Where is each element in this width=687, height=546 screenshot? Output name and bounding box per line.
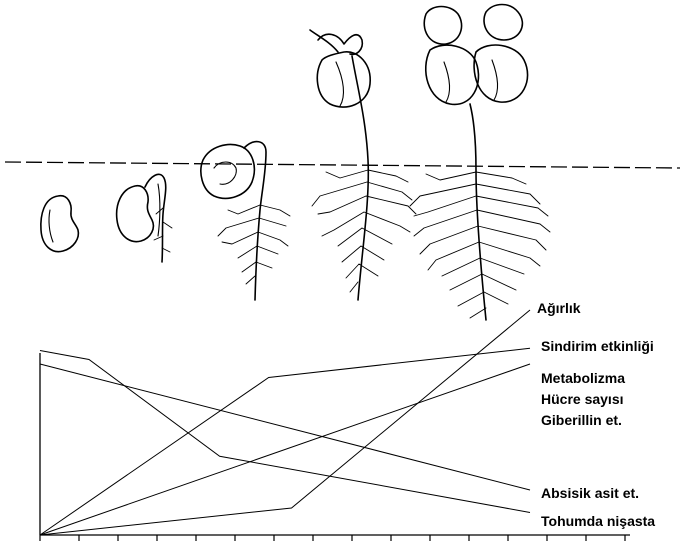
- series-group: [40, 310, 530, 535]
- series-line-3: [40, 364, 530, 535]
- label-absisik-asit: Absisik asit et.: [541, 485, 639, 501]
- label-metabolizma: Metabolizma: [541, 370, 625, 386]
- label-tohumda-nisasta: Tohumda nişasta: [541, 513, 655, 529]
- series-line-1: [40, 310, 530, 535]
- seed-icon: [41, 196, 79, 252]
- soil-line: [5, 162, 680, 168]
- label-hucre-sayisi: Hücre sayısı: [541, 391, 624, 407]
- seedling-hook-icon: [201, 142, 290, 300]
- mature-plant-icon: [410, 5, 550, 321]
- label-giberillin: Giberillin et.: [541, 412, 622, 428]
- germinating-seed-icon: [117, 174, 172, 262]
- series-line-4: [40, 364, 530, 490]
- label-agirlik: Ağırlık: [537, 300, 581, 316]
- series-line-5: [40, 351, 530, 513]
- x-axis-ticks: [40, 535, 625, 541]
- label-sindirim: Sindirim etkinliği: [541, 338, 654, 354]
- series-line-2: [40, 348, 530, 535]
